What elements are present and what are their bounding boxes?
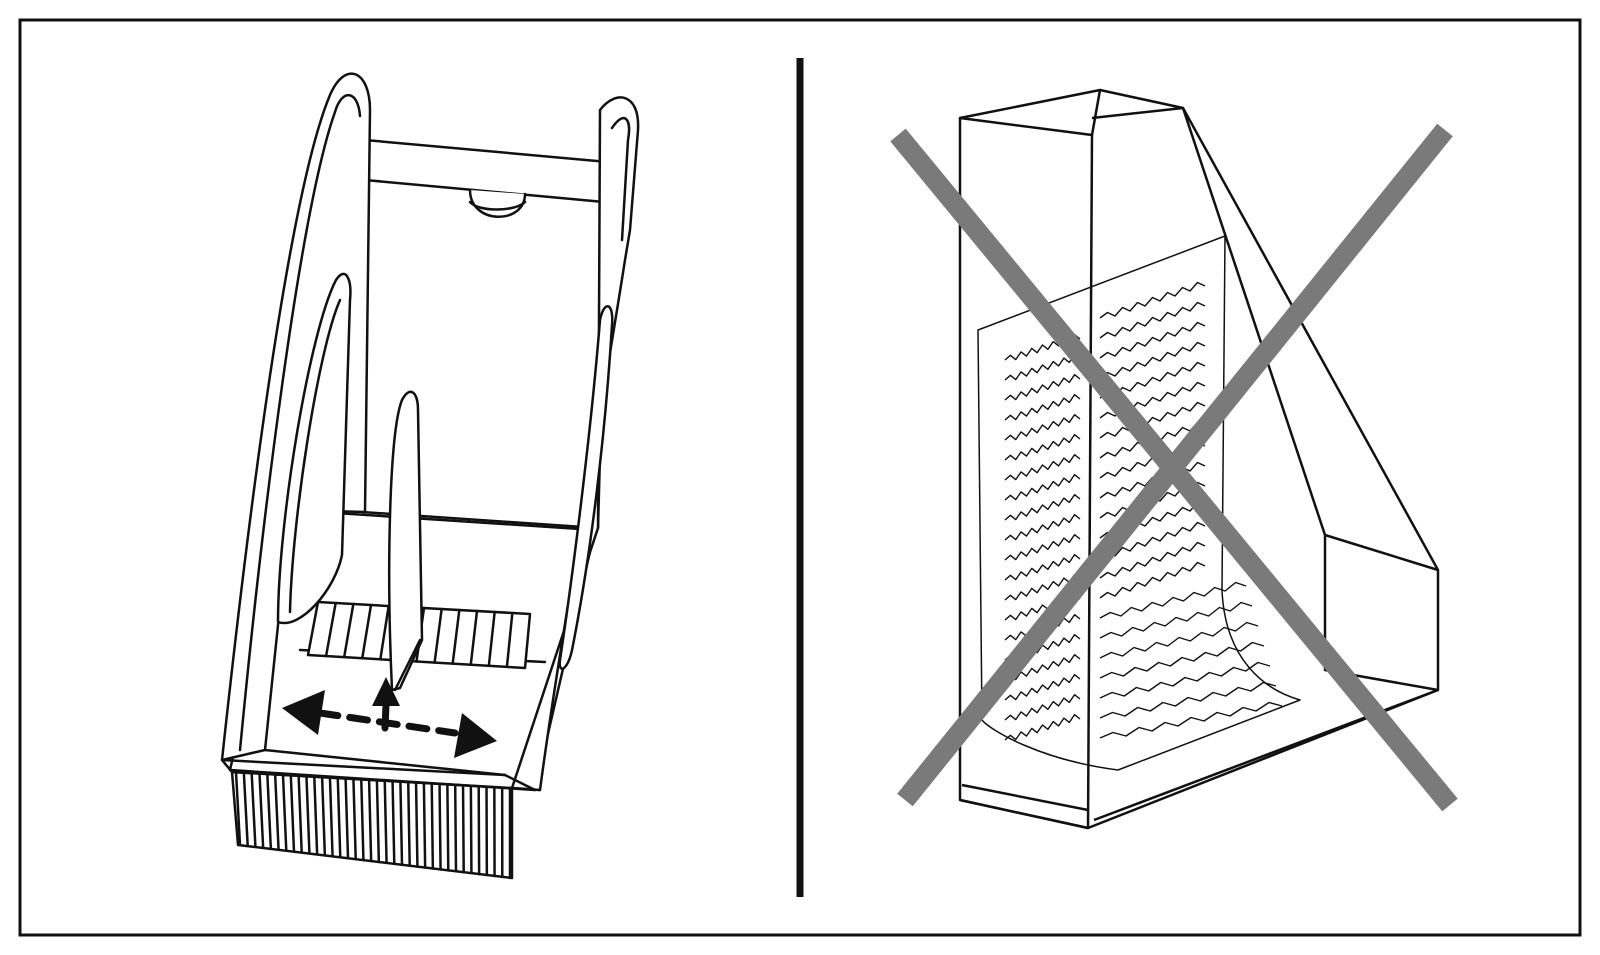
base-rib	[281, 773, 288, 852]
base-rib	[352, 777, 357, 861]
base-rib	[336, 776, 342, 859]
tray-left-side	[220, 72, 372, 762]
text-line-left	[1004, 394, 1081, 421]
base-rib	[367, 778, 373, 863]
movable-divider	[388, 390, 424, 692]
base-rib	[320, 775, 327, 857]
text-line-left	[1004, 694, 1081, 721]
text-line-left	[1004, 654, 1081, 681]
text-line-right	[1099, 341, 1206, 379]
base-rib	[399, 780, 404, 867]
base-rib	[383, 779, 388, 865]
base-rib	[422, 781, 427, 869]
right-side-cutout	[558, 305, 614, 670]
base-rib	[461, 784, 465, 874]
text-line-left	[1004, 714, 1081, 741]
base-rib	[242, 771, 249, 848]
base-rib	[297, 774, 303, 854]
text-line-right	[1099, 541, 1206, 579]
slot-line	[451, 608, 461, 665]
text-line-left	[1004, 354, 1081, 381]
text-line-left	[1004, 474, 1081, 501]
text-line-right	[1099, 581, 1247, 619]
text-line-right	[1099, 661, 1271, 699]
base-rib	[469, 784, 473, 875]
left-panel	[220, 72, 640, 880]
text-line-left	[1004, 674, 1081, 701]
cross-mark-icon	[890, 123, 1458, 812]
text-line-left	[1004, 374, 1081, 401]
text-line-right	[1099, 301, 1206, 339]
text-line-left	[1004, 414, 1081, 441]
text-line-left	[1004, 514, 1081, 541]
base-rib	[258, 772, 265, 850]
slot-line	[487, 610, 496, 668]
text-line-right	[1099, 621, 1259, 659]
base-rib	[406, 780, 411, 867]
text-line-right	[1099, 321, 1206, 359]
text-line-right	[1099, 641, 1265, 679]
text-line-right	[1099, 401, 1206, 439]
text-line-right	[1099, 281, 1206, 319]
text-line-right	[1099, 521, 1206, 559]
text-line-right	[1099, 561, 1206, 599]
text-line-right	[1099, 701, 1283, 739]
base-rib	[453, 783, 458, 873]
base-rib	[391, 779, 396, 866]
base-rib	[313, 775, 319, 856]
base-rib	[305, 774, 311, 855]
up-arrow-icon	[372, 677, 400, 732]
slot-line	[433, 607, 443, 664]
text-line-left	[1004, 434, 1081, 461]
text-line-left	[1004, 454, 1081, 481]
text-line-left	[1004, 494, 1081, 521]
paper-text-lines	[1004, 281, 1283, 741]
base-rib	[328, 776, 334, 858]
base-rib	[250, 771, 257, 849]
slot-line	[379, 604, 390, 661]
slot-line	[361, 603, 373, 660]
ribbed-base	[230, 770, 514, 880]
slot-line	[342, 602, 355, 659]
text-line-left	[1004, 574, 1081, 601]
base-rib	[266, 772, 273, 851]
base-rib	[344, 777, 350, 860]
slot-line	[469, 609, 479, 666]
text-line-right	[1099, 601, 1253, 639]
tray-front-edge	[220, 758, 542, 792]
slot-line	[505, 611, 514, 669]
base-rib	[438, 782, 442, 871]
base-rib	[273, 773, 280, 851]
base-rib	[375, 778, 381, 864]
text-line-left	[1004, 534, 1081, 561]
text-line-right	[1099, 681, 1277, 719]
slot-line	[324, 601, 337, 658]
base-rib	[289, 773, 296, 853]
base-rib	[430, 782, 435, 870]
base-rib	[234, 770, 242, 847]
base-rib	[360, 778, 365, 862]
base-rib	[414, 781, 419, 868]
text-line-left	[1004, 554, 1081, 581]
tray-back-top-edge	[363, 178, 606, 204]
base-rib	[446, 783, 450, 872]
